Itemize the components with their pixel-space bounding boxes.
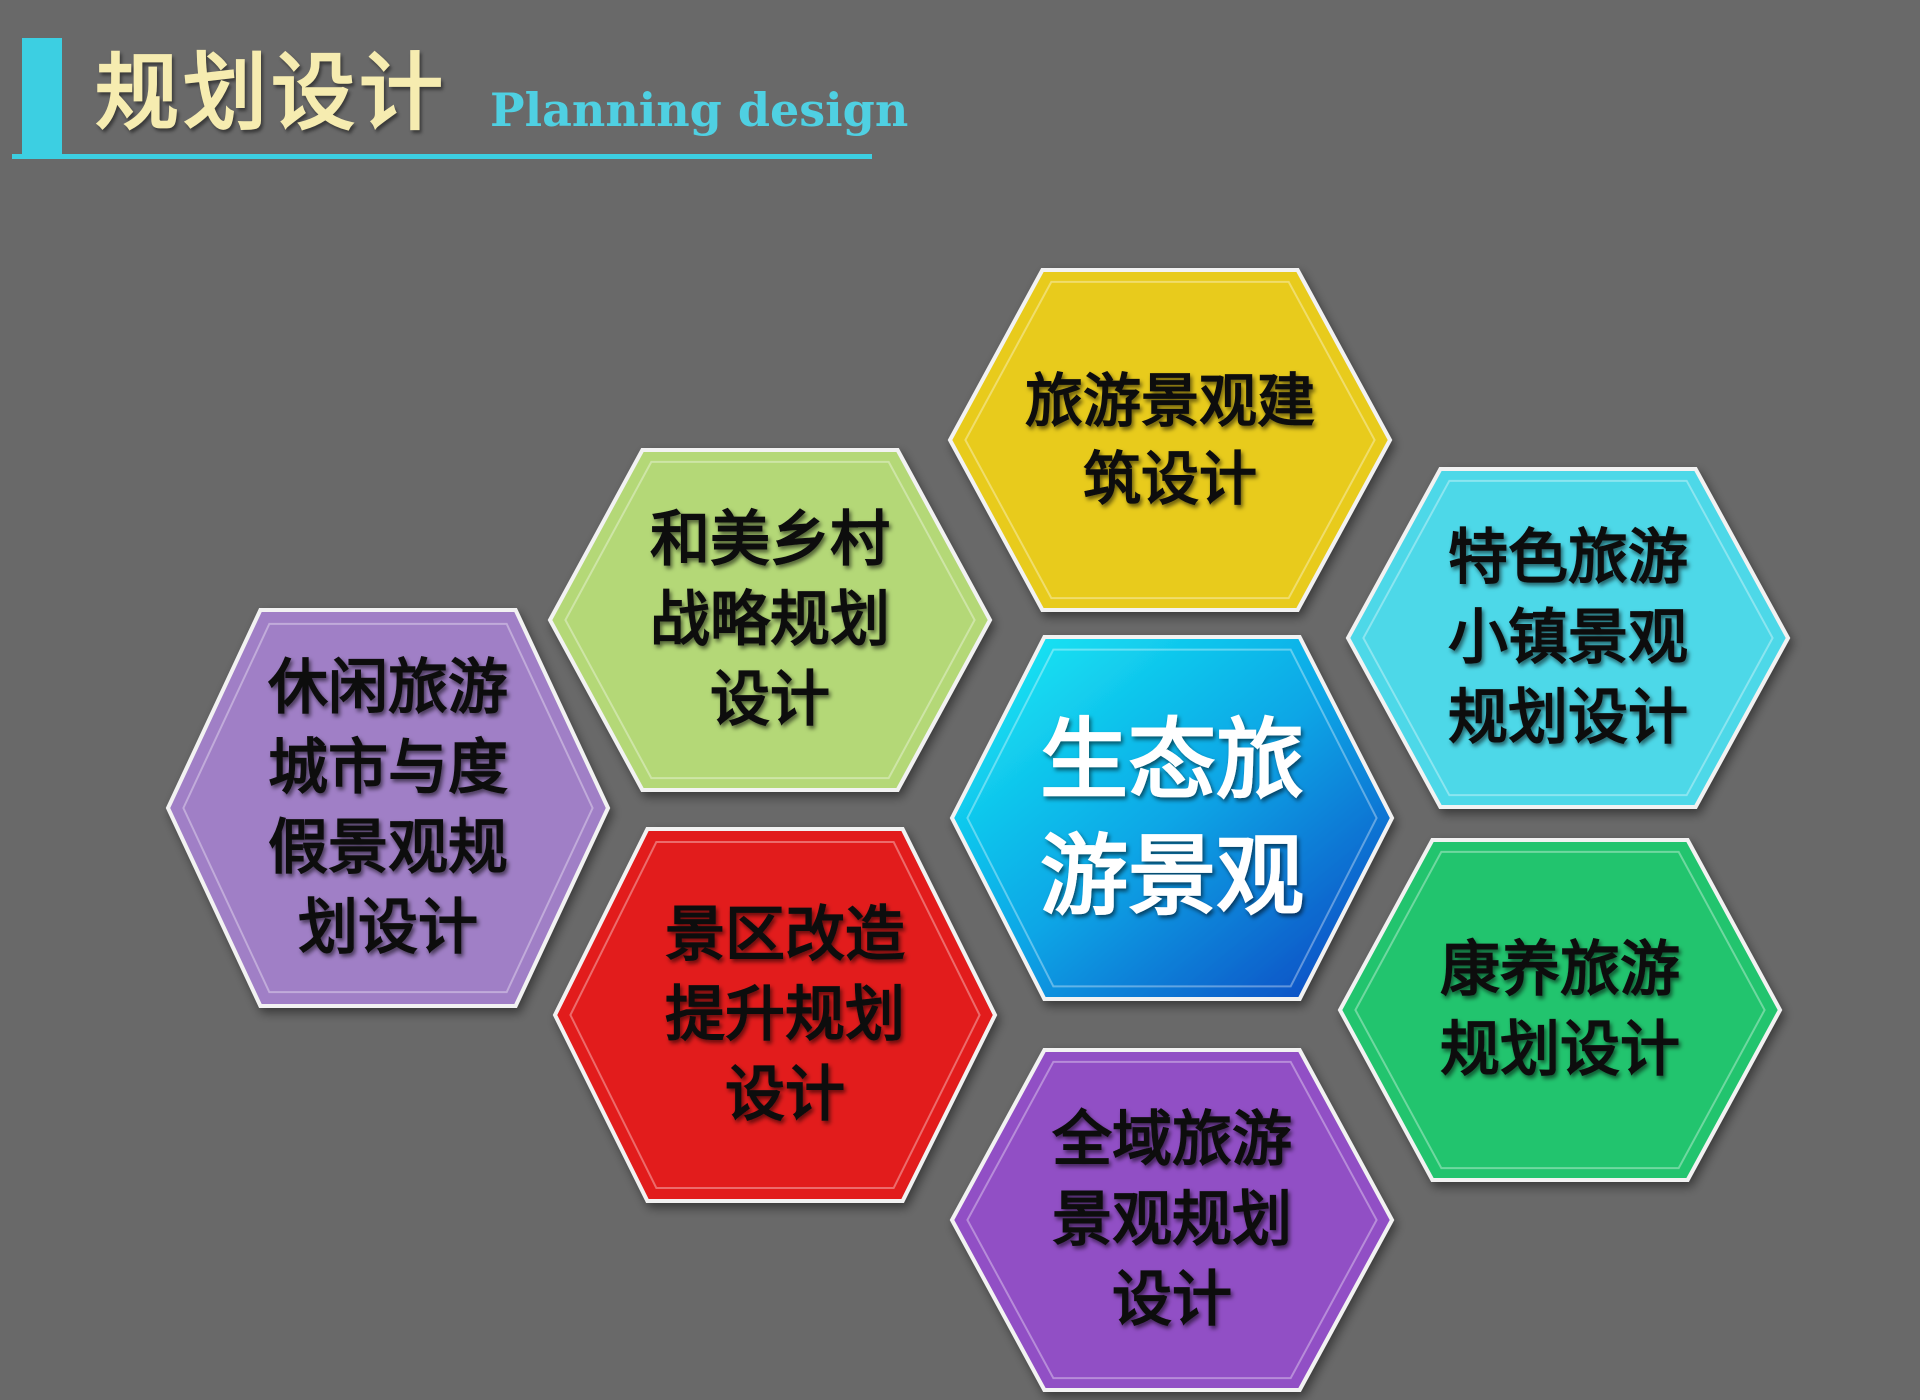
- hex-eco-tourism-label-line: 游景观: [1040, 825, 1304, 928]
- hex-leisure-resort-label-line: 休闲旅游: [267, 653, 508, 723]
- hex-rural-strategy-label-line: 战略规划: [650, 585, 890, 655]
- hex-all-region-shape: [949, 1048, 1395, 1392]
- hex-tourism-architecture-highlight: [964, 280, 1376, 600]
- hex-eco-tourism-highlight: [966, 648, 1378, 988]
- hex-scenic-upgrade-label-line: 设计: [725, 1060, 845, 1130]
- hex-tourism-architecture-label-line: 旅游景观建: [1025, 367, 1315, 435]
- hex-feature-town-highlight: [1362, 479, 1774, 797]
- page-subtitle: Planning design: [490, 83, 909, 137]
- hex-eco-tourism-shape: [949, 635, 1395, 1001]
- hex-leisure-resort-label-line: 划设计: [298, 893, 478, 963]
- hex-scenic-upgrade-shape: [552, 827, 998, 1203]
- hex-scenic-upgrade-highlight: [569, 841, 981, 1189]
- hex-leisure-resort-shape: [165, 608, 611, 1008]
- hex-rural-strategy-label-line: 和美乡村: [650, 505, 890, 575]
- hex-wellness-tourism-highlight: [1354, 850, 1766, 1170]
- hex-rural-strategy-label-line: 设计: [710, 665, 830, 735]
- hex-wellness-tourism-label-line: 康养旅游: [1440, 935, 1680, 1005]
- hex-feature-town-label-line: 特色旅游: [1448, 523, 1688, 593]
- hex-feature-town-label-line: 规划设计: [1448, 683, 1688, 753]
- hex-rural-strategy-shape: [547, 448, 993, 792]
- hex-feature-town-label-line: 小镇景观: [1448, 603, 1688, 673]
- hex-leisure-resort-label-line: 假景观规: [268, 813, 508, 883]
- hex-rural-strategy-highlight: [564, 460, 976, 780]
- hex-all-region-label-line: 设计: [1112, 1265, 1232, 1335]
- hex-scenic-upgrade-label-line: 提升规划: [665, 980, 905, 1050]
- hex-leisure-resort-label-line: 城市与度: [268, 733, 508, 803]
- hex-leisure-resort-highlight: [182, 622, 594, 994]
- hex-wellness-tourism-shape: [1337, 838, 1783, 1182]
- hex-eco-tourism-label-line: 生态旅: [1040, 709, 1304, 812]
- header-accent-bar: [22, 38, 62, 156]
- hex-all-region-highlight: [966, 1060, 1378, 1380]
- hex-tourism-architecture-shape: [947, 268, 1393, 612]
- hex-all-region-label-line: 全域旅游: [1051, 1105, 1292, 1175]
- hex-all-region-label-line: 景观规划: [1052, 1185, 1292, 1255]
- header-underline: [12, 154, 872, 159]
- page-title: 规划设计: [95, 44, 448, 142]
- hex-tourism-architecture-label-line: 筑设计: [1083, 445, 1257, 513]
- hex-wellness-tourism-label-line: 规划设计: [1440, 1015, 1680, 1085]
- hex-scenic-upgrade-label-line: 景区改造: [665, 900, 905, 970]
- hex-feature-town-shape: [1345, 467, 1791, 809]
